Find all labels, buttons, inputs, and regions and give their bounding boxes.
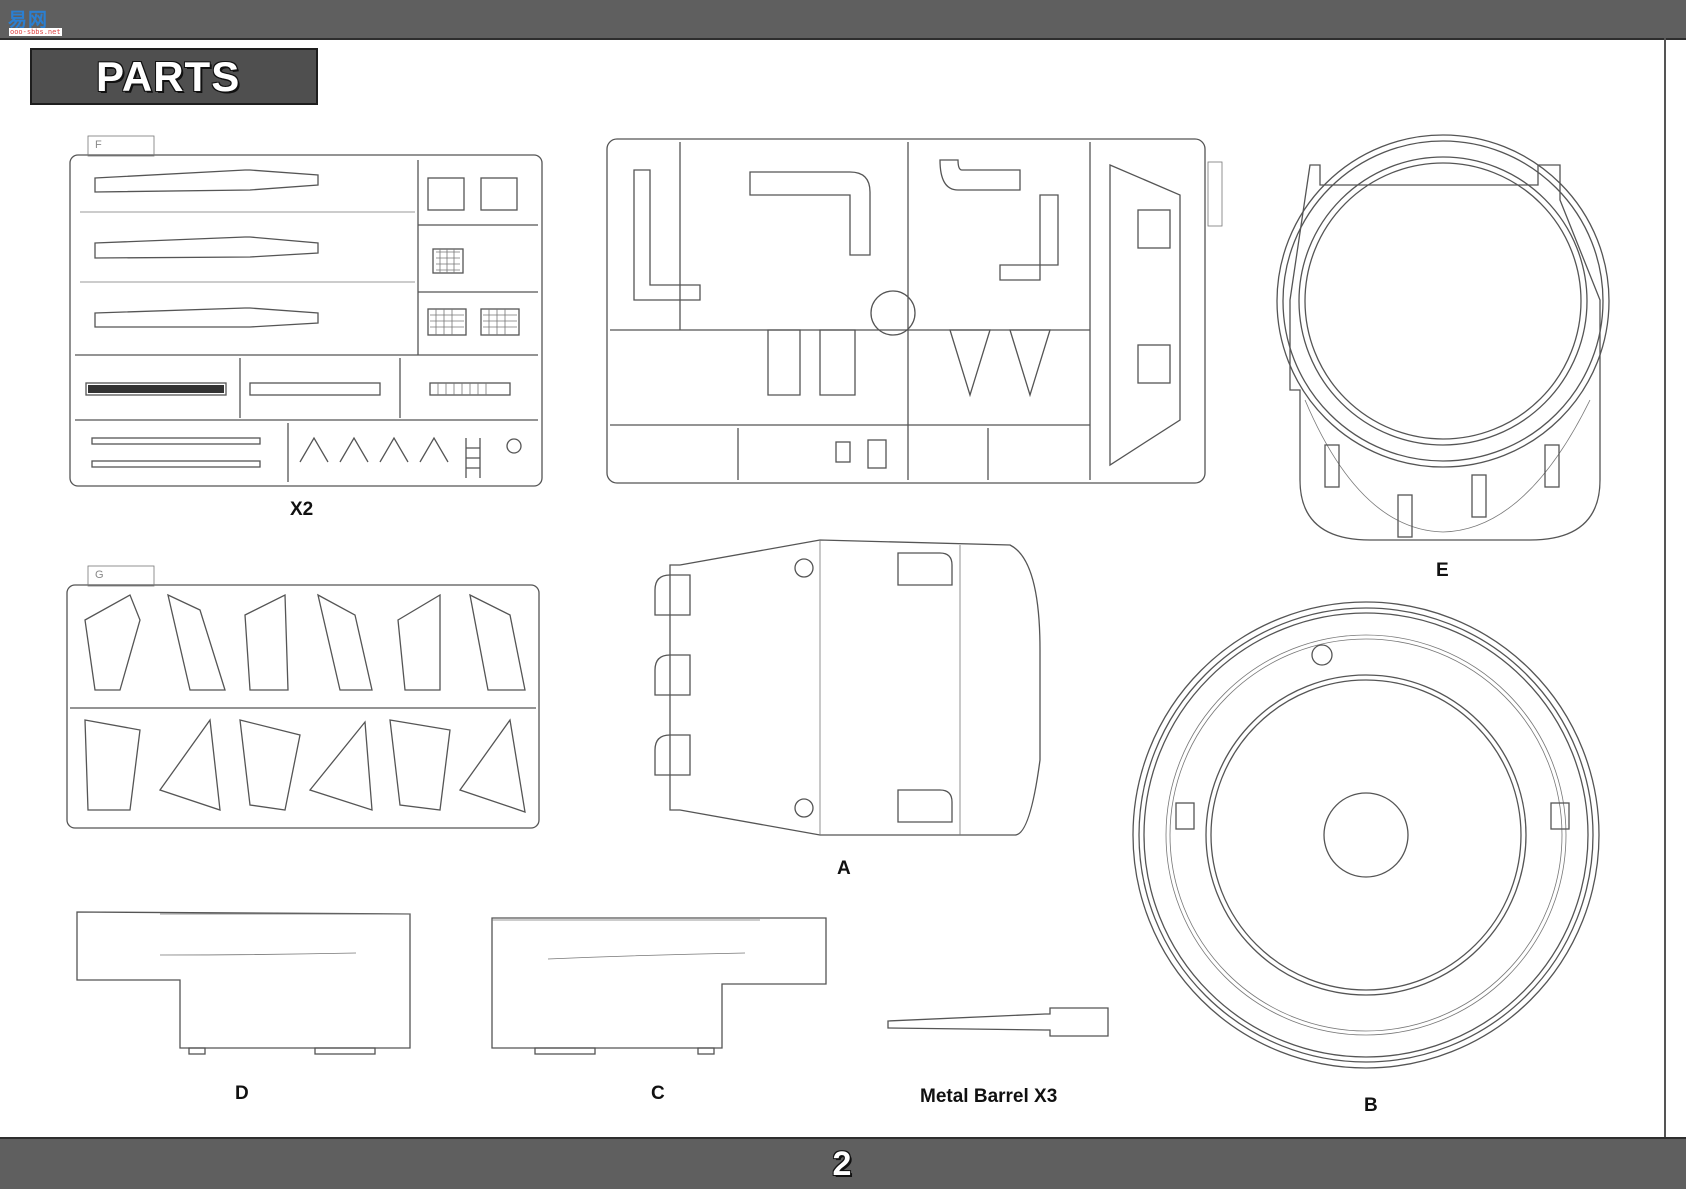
sprue-g-tag: G <box>95 569 104 581</box>
top-bar: 易网 ooo-sbbs.net <box>0 0 1686 40</box>
metal-barrel <box>887 1007 1109 1037</box>
sprue-f <box>69 135 543 487</box>
page-number: 2 <box>832 1144 852 1183</box>
sprue-f-tag: F <box>95 139 102 151</box>
part-b-label: B <box>1364 1095 1378 1116</box>
part-a-label: A <box>837 858 851 879</box>
part-d <box>76 911 411 1055</box>
parts-header: PARTS <box>30 48 318 105</box>
part-e <box>1276 134 1610 541</box>
part-c <box>491 917 827 1055</box>
metal-barrel-label: Metal Barrel X3 <box>920 1086 1058 1107</box>
part-b <box>1132 601 1600 1069</box>
watermark-text: 易网 <box>8 9 49 31</box>
watermark-logo: 易网 ooo-sbbs.net <box>6 2 68 36</box>
part-d-label: D <box>235 1083 249 1104</box>
bottom-bar: 2 <box>0 1137 1686 1189</box>
watermark-url: ooo-sbbs.net <box>9 28 62 36</box>
sprue-pipes <box>606 138 1223 484</box>
part-c-label: C <box>651 1083 665 1104</box>
sprue-g <box>66 565 540 829</box>
sprue-f-quantity-label: X2 <box>290 499 314 520</box>
part-a <box>654 539 1041 836</box>
part-e-label: E <box>1436 560 1449 581</box>
page-title: PARTS <box>96 52 241 100</box>
page-edge-line <box>1664 38 1666 1137</box>
